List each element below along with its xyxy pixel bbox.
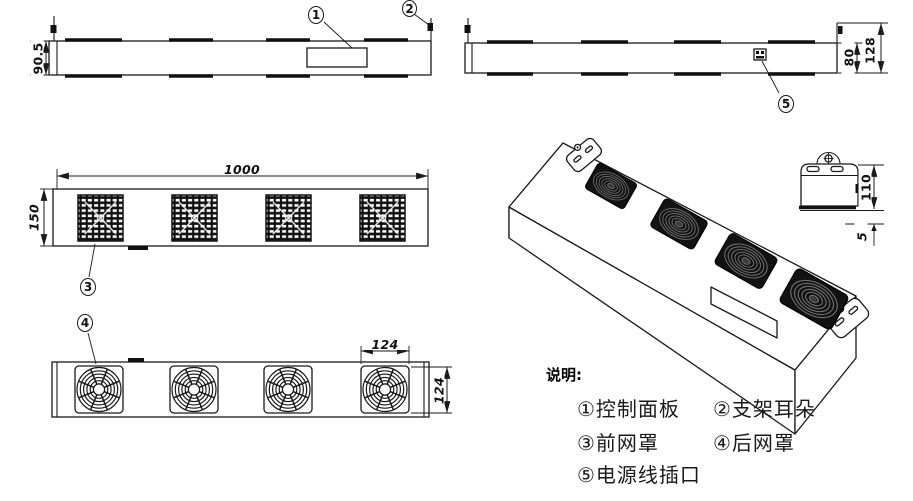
- legend-item-front-grille: ③前网罩: [577, 431, 659, 455]
- control-panel: [306, 47, 368, 68]
- power-socket: [753, 48, 767, 61]
- legend-item-power-socket: ⑤电源线插口: [577, 463, 701, 487]
- bottom-view: [51, 332, 452, 418]
- legend-title: 说明:: [546, 366, 582, 384]
- callout-5-power-socket: 5: [778, 95, 794, 113]
- dim-rear-total: 128: [862, 28, 878, 73]
- callout-1-control-panel: 1: [308, 6, 324, 24]
- end-bracket-tab: [816, 152, 841, 165]
- front-elevation-view: [30, 13, 433, 78]
- legend-item-rear-grille: ④后网罩: [713, 431, 795, 455]
- callout-3-front-grille: 3: [80, 278, 96, 296]
- dim-length: 1000: [220, 162, 264, 177]
- rear-elevation-view: [464, 18, 888, 94]
- top-view: [40, 169, 429, 278]
- legend-item-control-panel: ①控制面板: [577, 397, 680, 421]
- callout4-leader: [87, 332, 97, 365]
- iso-left-bracket-ear: [565, 137, 603, 173]
- callout2-leader: [413, 13, 430, 26]
- dim-end-height: 110: [858, 165, 874, 210]
- callout-2-bracket-ear: 2: [402, 0, 417, 17]
- dim-width: 150: [26, 195, 42, 240]
- dim-fan-width: 124: [363, 337, 407, 352]
- callout5-leader: [761, 60, 780, 94]
- dim-bottom-gap: 5: [854, 214, 870, 259]
- callout-4-rear-grille: 4: [77, 314, 93, 332]
- callout3-leader: [88, 243, 96, 278]
- iso-top-face: [508, 142, 857, 371]
- dim-rear-height: 80: [841, 35, 857, 80]
- iso-control-panel: [710, 286, 778, 339]
- isometric-view: [508, 137, 870, 435]
- dim-front-height: 90.5: [30, 36, 46, 81]
- legend-item-bracket-ear: ②支架耳朵: [713, 397, 816, 421]
- dim-fan-height: 124: [431, 368, 447, 413]
- callout1-leader: [323, 21, 353, 49]
